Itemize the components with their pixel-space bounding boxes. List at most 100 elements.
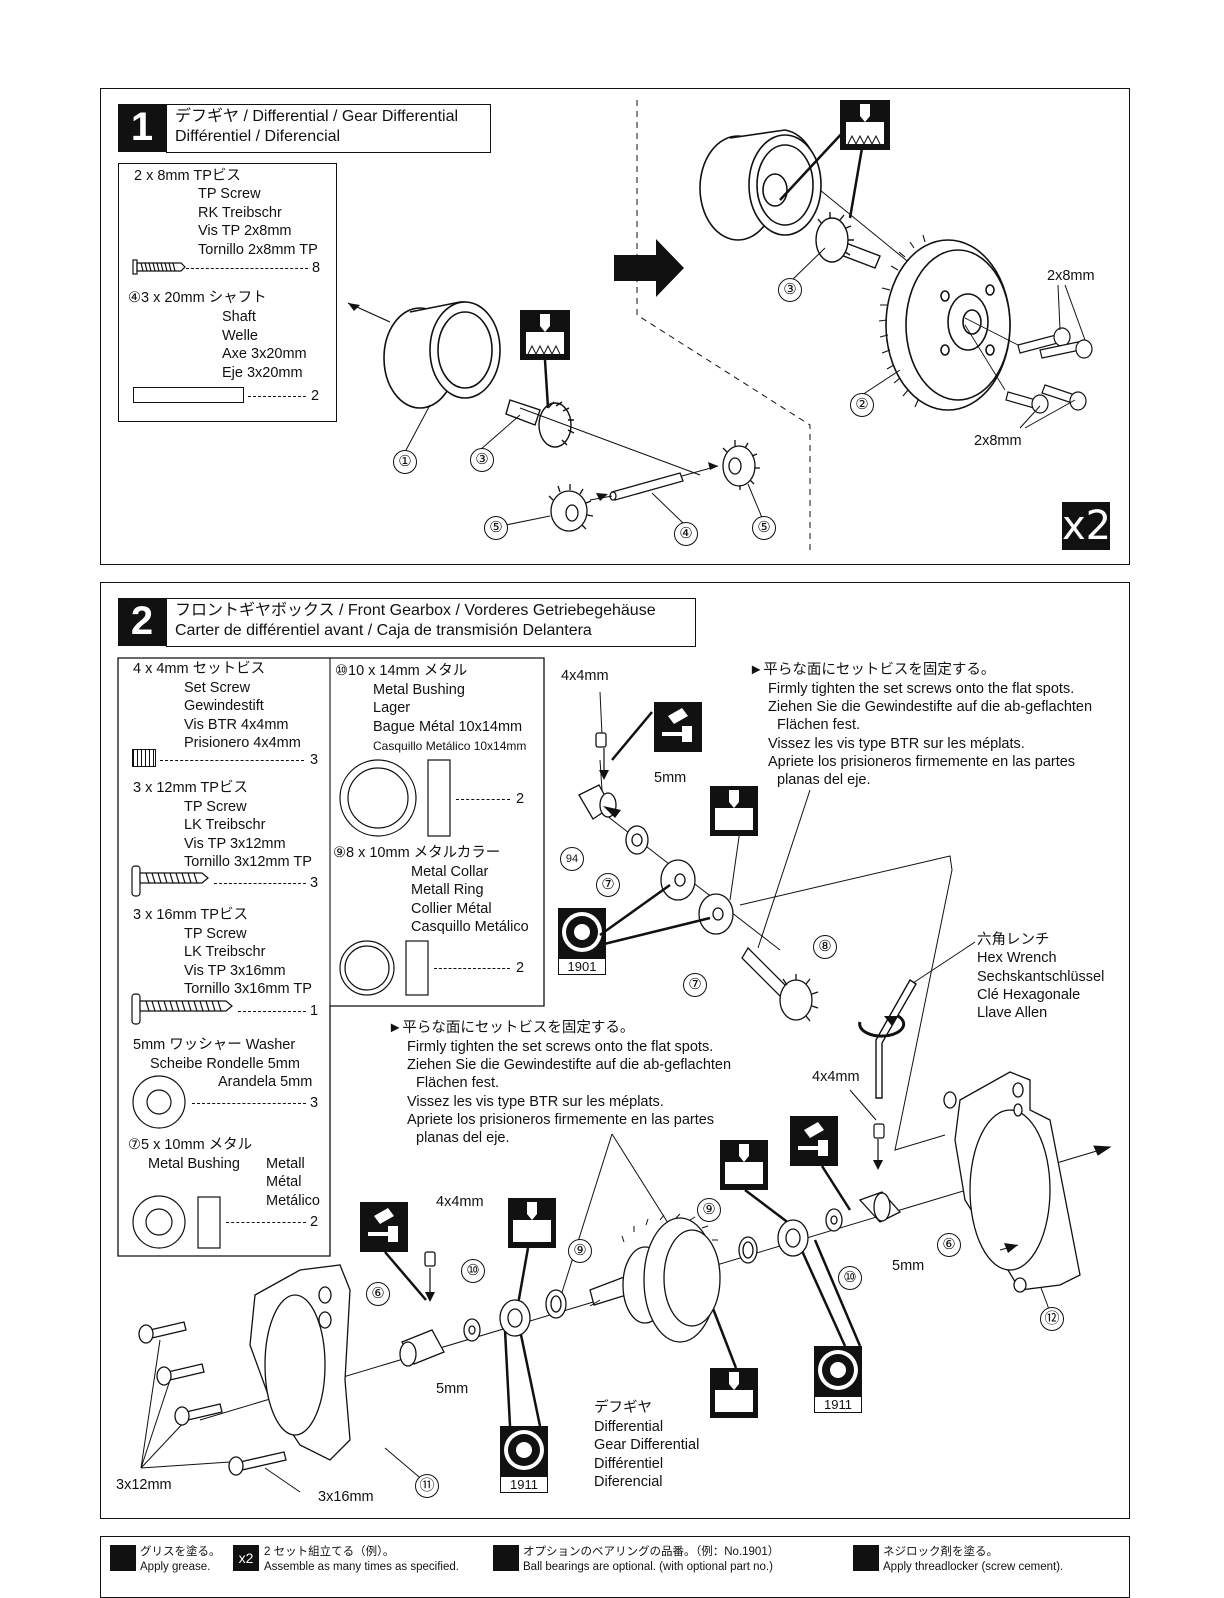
screw-name-1: RK Treibschr: [198, 205, 282, 221]
shaft-name-1: Welle: [222, 328, 258, 344]
step2-title-line1: フロントギヤボックス / Front Gearbox / Vorderes Ge…: [175, 602, 656, 619]
collar9-name-0: Metal Collar: [411, 864, 489, 880]
collar9-size: ⑨8 x 10mm メタルカラー: [333, 845, 501, 861]
note-upper-de2: Flächen fest.: [777, 717, 861, 733]
note-lower-jp: ►平らな面にセットビスを固定する。: [388, 1019, 634, 1037]
screw3x16-name-1: LK Treibschr: [184, 944, 266, 960]
step1-title: デフギヤ / Differential / Gear Differential …: [166, 104, 491, 153]
bevel-gear-shaft: [505, 399, 575, 448]
repeat-x2-badge: x2: [1062, 502, 1112, 550]
shaft-icon: [133, 387, 244, 403]
screw3x16-size: 3 x 16mm TPビス: [133, 907, 248, 923]
step2-number: 2: [118, 598, 166, 646]
note-upper-en: Firmly tighten the set screws onto the f…: [768, 681, 1075, 697]
screw-name-2: Vis TP 2x8mm: [198, 223, 292, 239]
screw-qty: 8: [312, 260, 321, 276]
legend-sets-en: Assemble as many times as specified.: [264, 1561, 459, 1573]
callout-9a: ⑨: [697, 1198, 721, 1222]
hexwrench-en: Hex Wrench: [977, 950, 1057, 966]
bearing-icon-1901: [558, 908, 606, 958]
setscrew-icon: [132, 749, 156, 767]
screw3x16-qty: 1: [310, 1003, 319, 1019]
grease-icon-6: [710, 1368, 758, 1418]
legend-bearing-en: Ball bearings are optional. (with option…: [523, 1561, 773, 1573]
screw3x12-size: 3 x 12mm TPビス: [133, 780, 248, 796]
note-upper-es2: planas del eje.: [777, 772, 871, 788]
legend-sets-jp: 2 セット組立てる（例）。: [264, 1546, 395, 1558]
grease-legend-icon: [110, 1545, 136, 1571]
collar9-qty: 2: [516, 960, 525, 976]
diff-case-right: [699, 129, 822, 241]
bushing10-name-2: Bague Métal 10x14mm: [373, 719, 523, 735]
bushing7-line4: Metálico: [266, 1193, 320, 1209]
grease-icon-4: [720, 1140, 768, 1190]
bushing10-name-3: Casquillo Metálico 10x14mm: [373, 739, 527, 753]
grease-icon-5: [508, 1198, 556, 1248]
note-lower-es2: planas del eje.: [416, 1130, 510, 1146]
small-bevel-gear-left: [548, 484, 594, 532]
screw3x12-qty: 3: [310, 875, 319, 891]
collar9-name-3: Casquillo Metálico: [411, 919, 529, 935]
label-5mm-left: 5mm: [436, 1381, 469, 1397]
callout-10b: ⑩: [461, 1259, 485, 1283]
label-3x16: 3x16mm: [318, 1489, 374, 1505]
bearing-icon-1911-right: [814, 1346, 862, 1396]
note-upper-fr: Vissez les vis type BTR sur les méplats.: [768, 736, 1025, 752]
bushing10-name-1: Lager: [373, 700, 411, 716]
legend-grease-en: Apply grease.: [140, 1561, 211, 1573]
grease-icon-3: [710, 786, 758, 836]
callout-6a: ⑥: [937, 1233, 961, 1257]
note-upper-de: Ziehen Sie die Gewindestifte auf die ab-…: [768, 699, 1093, 715]
bearing-legend-icon: [493, 1545, 519, 1571]
bushing7-line1: ⑦5 x 10mm メタル: [128, 1137, 253, 1153]
hex-wrench-icon: [875, 979, 917, 1099]
note-upper-jp: ►平らな面にセットビスを固定する。: [749, 661, 995, 679]
step1-number: 1: [118, 104, 166, 152]
bearing-icon-1911-left: [500, 1426, 548, 1476]
shaft-size-label: 3 x 20mm シャフト: [141, 290, 267, 306]
callout-8: ⑧: [813, 935, 837, 959]
diff-label-en: Differential: [594, 1419, 664, 1435]
screw-size: 2 x 8mm TPビス: [134, 168, 241, 184]
callout-7a: ⑦: [596, 873, 620, 897]
shaft-name-3: Eje 3x20mm: [222, 365, 303, 381]
callout-94: 94: [560, 847, 584, 871]
callout-10a: ⑩: [838, 1266, 862, 1290]
note-upper-es: Apriete los prisioneros firmemente en la…: [768, 754, 1076, 770]
screw-label-bottom: 2x8mm: [974, 433, 1022, 449]
screw-2x8-right: [1005, 327, 1093, 414]
ring-gear: [885, 239, 1011, 411]
note-lower-fr: Vissez les vis type BTR sur les méplats.: [407, 1094, 664, 1110]
bearing-number-1911-right: 1911: [814, 1396, 862, 1413]
legend-lock-en: Apply threadlocker (screw cement).: [883, 1561, 1064, 1573]
washer-qty: 3: [310, 1095, 319, 1111]
callout-5a: ⑤: [484, 516, 508, 540]
screw3x16-leader: [238, 1011, 306, 1012]
step1-drawing: [132, 100, 1093, 555]
callout-9b: ⑨: [568, 1239, 592, 1263]
shaft-name-0: Shaft: [222, 309, 256, 325]
hexwrench-es: Llave Allen: [977, 1005, 1048, 1021]
collar9-name-1: Metall Ring: [411, 882, 484, 898]
setscrew-name-3: Prisionero 4x4mm: [184, 735, 301, 751]
pointer-arrow-icon: ►: [388, 1020, 403, 1036]
screw3x12-name-1: LK Treibschr: [184, 817, 266, 833]
label-3x12: 3x12mm: [116, 1477, 172, 1493]
label-4x4-top: 4x4mm: [561, 668, 609, 684]
step1-divider: [636, 100, 811, 555]
screw-name-0: TP Screw: [198, 186, 261, 202]
washer-line3: Arandela 5mm: [218, 1074, 313, 1090]
screw3x12-leader: [214, 883, 306, 884]
cross-shaft: [609, 472, 684, 501]
washer-line1: 5mm ワッシャー Washer: [133, 1037, 296, 1053]
note-lower-de2: Flächen fest.: [416, 1075, 500, 1091]
setscrew-name-1: Gewindestift: [184, 698, 264, 714]
note-lower-en: Firmly tighten the set screws onto the f…: [407, 1039, 714, 1055]
callout-3a: ③: [470, 448, 494, 472]
bushing7-line2a: Metal Bushing: [148, 1156, 240, 1172]
sets-legend-icon: x2: [233, 1545, 259, 1571]
step1-title-line2: Différentiel / Diferencial: [175, 128, 341, 145]
shaft-leader: [248, 396, 306, 397]
